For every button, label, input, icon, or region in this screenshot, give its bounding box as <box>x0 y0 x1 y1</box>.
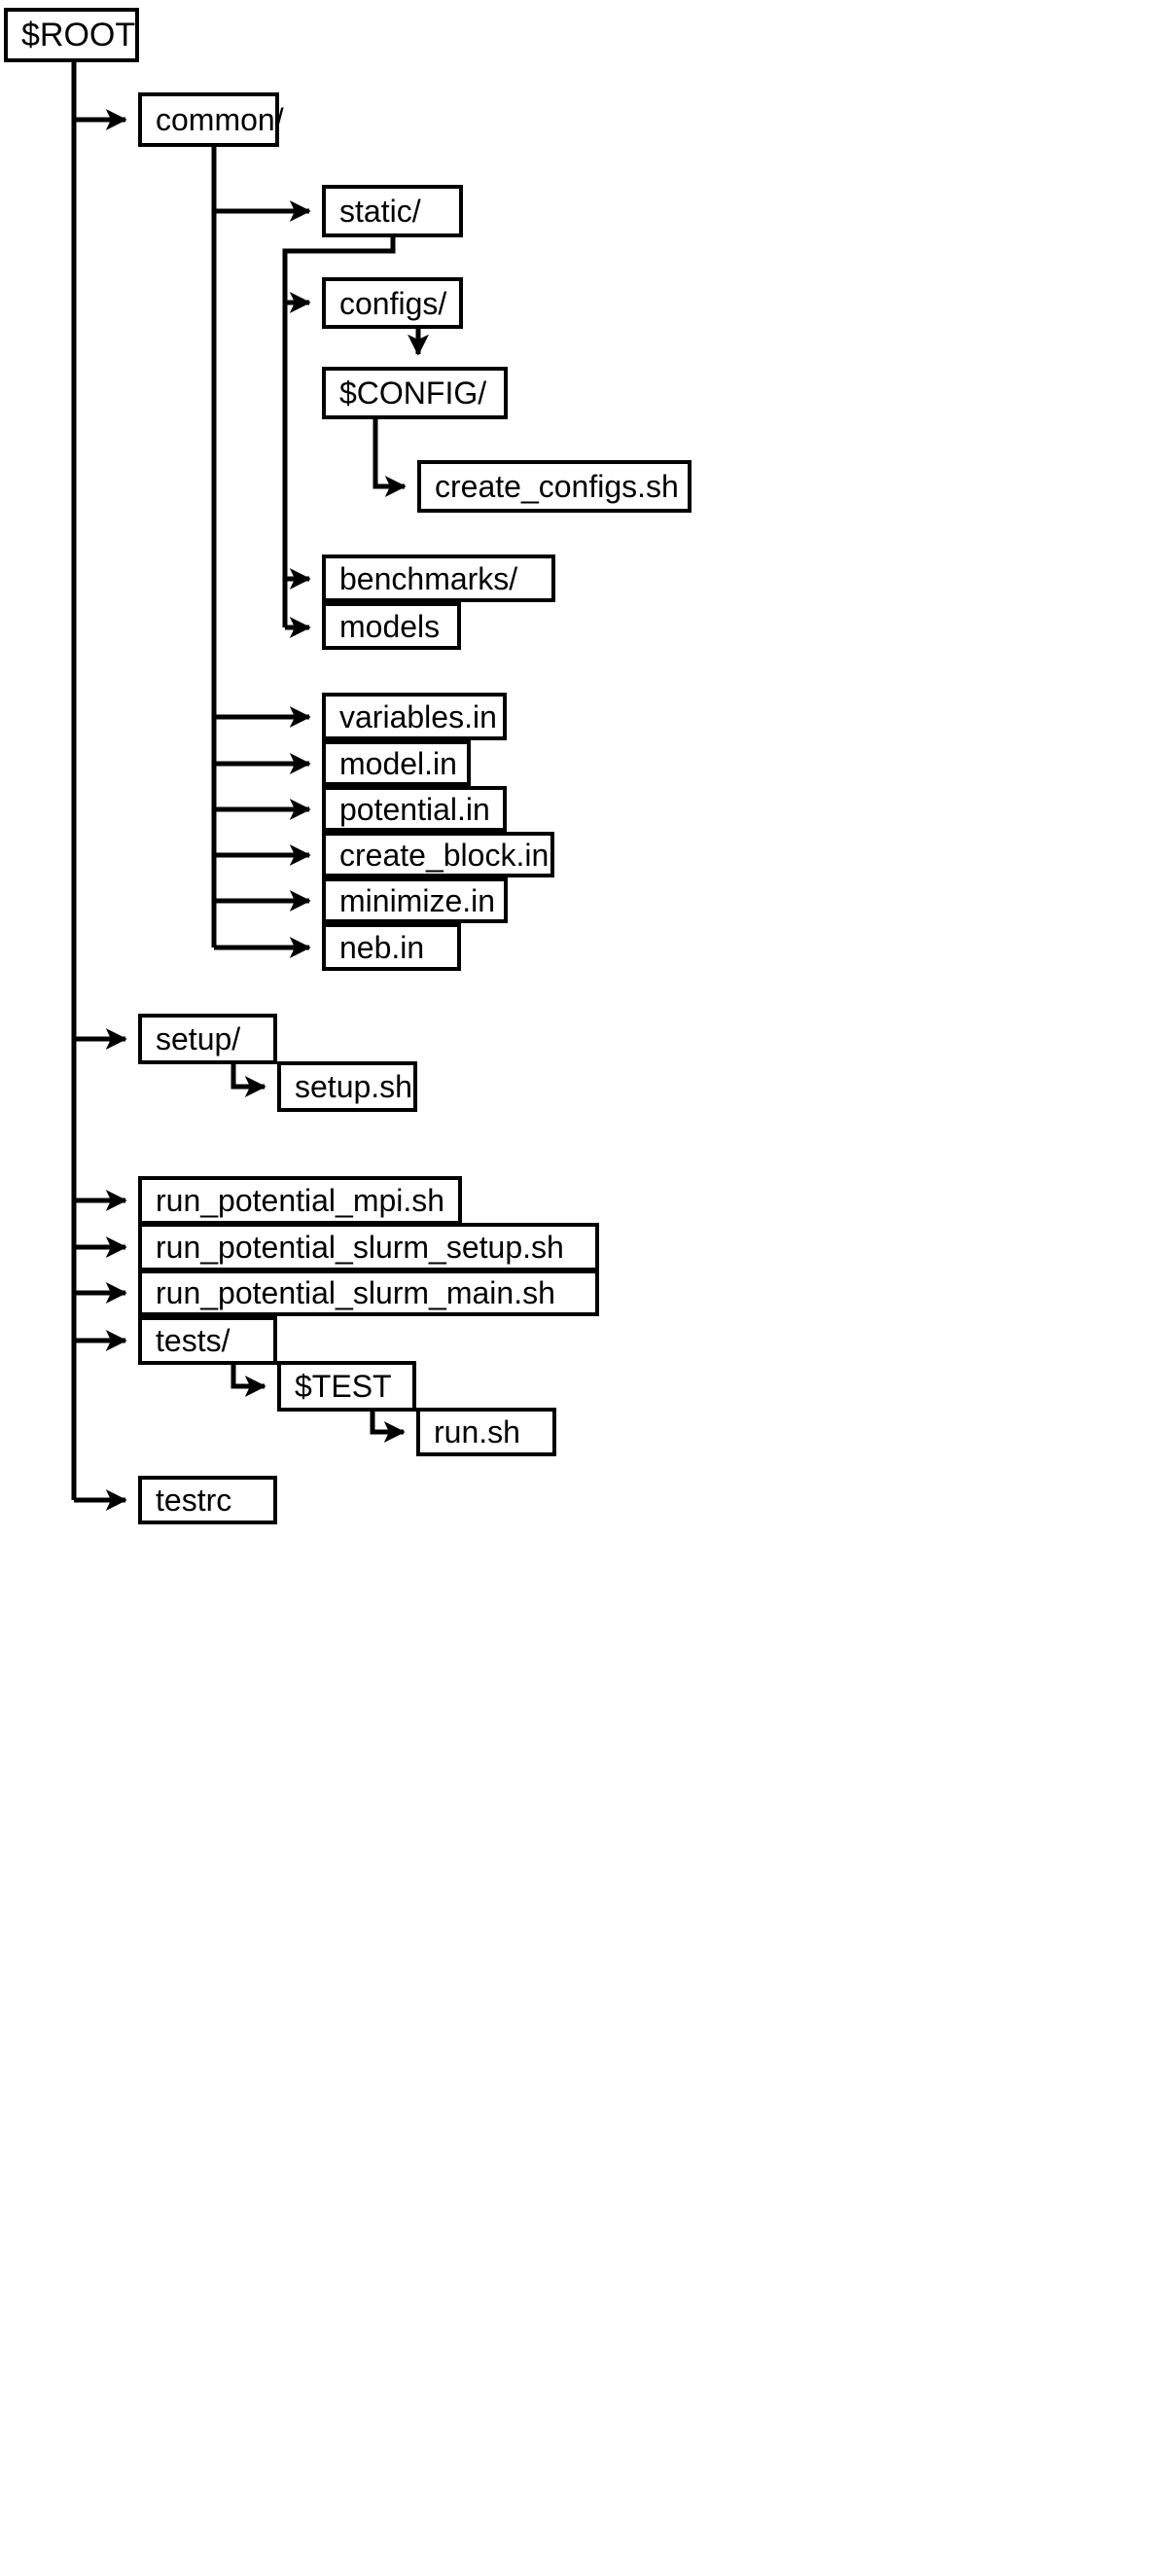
node-setup-sh[interactable]: setup.sh <box>277 1061 417 1112</box>
node-testrc-label: testrc <box>156 1483 232 1518</box>
node-config-var-label: $CONFIG/ <box>339 376 487 411</box>
node-configs[interactable]: configs/ <box>322 277 463 329</box>
edge-config-var-to-create-configs <box>373 419 407 498</box>
node-config-var[interactable]: $CONFIG/ <box>322 367 508 419</box>
node-variables-in-label: variables.in <box>339 698 497 734</box>
node-run-potential-slurm-setup-sh-label: run_potential_slurm_setup.sh <box>156 1230 564 1265</box>
node-neb-in[interactable]: neb.in <box>322 923 461 971</box>
node-create-block-in[interactable]: create_block.in <box>322 832 554 877</box>
node-setup[interactable]: setup/ <box>138 1014 277 1064</box>
node-minimize-in[interactable]: minimize.in <box>322 877 508 923</box>
node-run-potential-slurm-main-sh[interactable]: run_potential_slurm_main.sh <box>138 1270 599 1316</box>
node-models[interactable]: models <box>322 602 461 650</box>
node-model-in[interactable]: model.in <box>322 740 471 786</box>
node-run-sh-label: run.sh <box>434 1414 520 1449</box>
node-testrc[interactable]: testrc <box>138 1476 277 1524</box>
node-setup-label: setup/ <box>156 1021 241 1056</box>
node-common[interactable]: common/ <box>138 92 284 147</box>
node-test-var[interactable]: $TEST <box>277 1361 416 1412</box>
node-run-potential-mpi-sh[interactable]: run_potential_mpi.sh <box>138 1176 462 1225</box>
node-benchmarks[interactable]: benchmarks/ <box>322 555 555 602</box>
node-tests[interactable]: tests/ <box>138 1316 277 1365</box>
node-tests-label: tests/ <box>156 1323 231 1358</box>
node-run-potential-slurm-main-sh-label: run_potential_slurm_main.sh <box>156 1275 555 1310</box>
node-run-potential-mpi-sh-label: run_potential_mpi.sh <box>156 1183 445 1218</box>
edge-setup-to-setup-sh <box>231 1064 266 1098</box>
node-configs-label: configs/ <box>339 285 447 321</box>
node-setup-sh-label: setup.sh <box>295 1069 412 1104</box>
node-run-sh[interactable]: run.sh <box>416 1408 556 1456</box>
node-create-block-in-label: create_block.in <box>339 837 550 873</box>
node-model-in-label: model.in <box>339 745 457 781</box>
node-benchmarks-label: benchmarks/ <box>339 560 518 596</box>
node-models-label: models <box>339 608 441 644</box>
node-common-label: common/ <box>156 102 284 137</box>
node-create-configs-sh[interactable]: create_configs.sh <box>417 460 692 513</box>
node-root-label: $ROOT <box>21 17 136 54</box>
node-static-label: static/ <box>339 194 421 229</box>
node-static[interactable]: static/ <box>322 185 463 237</box>
edge-test-var-to-run-sh <box>370 1412 406 1444</box>
node-neb-in-label: neb.in <box>339 929 425 965</box>
node-root[interactable]: $ROOT <box>4 8 139 62</box>
node-test-var-label: $TEST <box>295 1369 392 1404</box>
node-variables-in[interactable]: variables.in <box>322 693 507 740</box>
node-minimize-in-label: minimize.in <box>339 882 496 918</box>
node-potential-in[interactable]: potential.in <box>322 786 507 832</box>
node-create-configs-sh-label: create_configs.sh <box>435 469 679 504</box>
node-potential-in-label: potential.in <box>339 791 490 827</box>
edge-tests-to-test-var <box>231 1365 266 1398</box>
node-run-potential-slurm-setup-sh[interactable]: run_potential_slurm_setup.sh <box>138 1223 599 1271</box>
